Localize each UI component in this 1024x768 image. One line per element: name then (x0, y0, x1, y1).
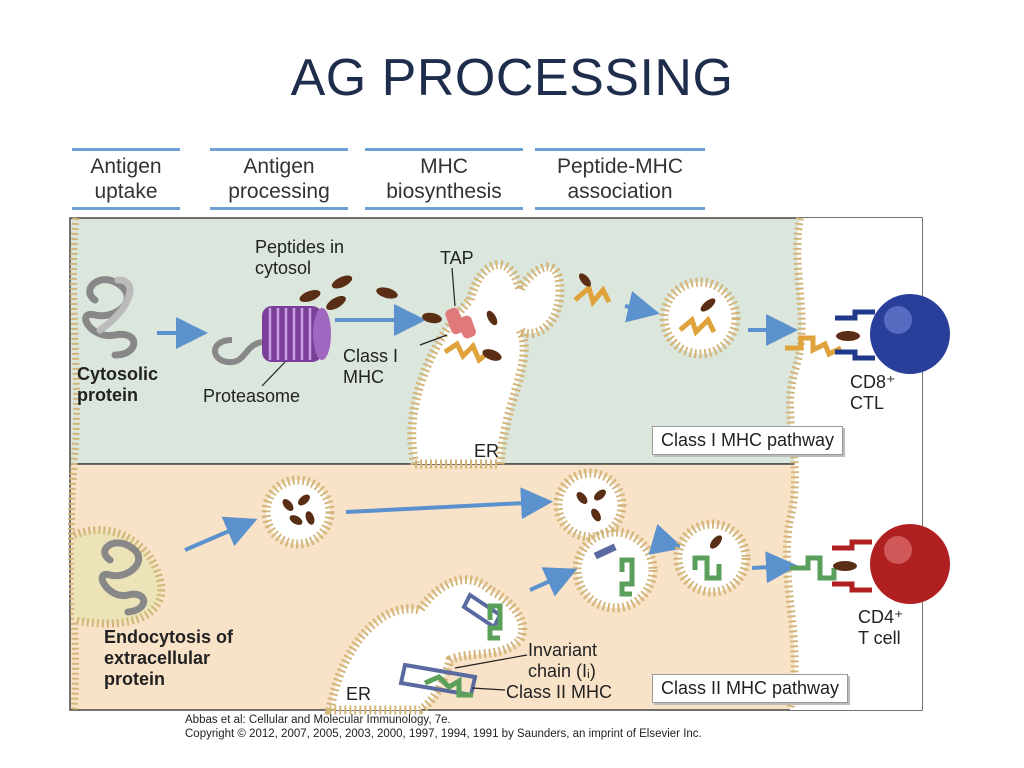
class1-pathway-label: Class I MHC pathway (652, 426, 844, 455)
citation-line1: Abbas et al: Cellular and Molecular Immu… (185, 714, 451, 726)
stage-peptide-mhc-association: Peptide-MHC association (535, 148, 705, 210)
cd8-ctl-label: CD8⁺ CTL (850, 372, 896, 413)
tcr-class1 (835, 309, 875, 361)
citation-line2: Copyright © 2012, 2007, 2005, 2003, 2000… (185, 728, 702, 740)
stage-mhc-biosynthesis: MHC biosynthesis (365, 148, 523, 210)
class1-mhc-label: Class I MHC (343, 346, 399, 387)
tap-transporter (445, 307, 476, 339)
cytosol-peptides (299, 275, 442, 324)
cytosolic-protein-label: Cytosolic protein (77, 364, 159, 405)
stage-antigen-uptake: Antigen uptake (72, 148, 180, 210)
mhc2-peptide-vesicle (673, 519, 751, 597)
er-label-class2: ER (346, 684, 372, 704)
er-class1 (407, 260, 565, 469)
class2-mhc-label: Class II MHC (506, 682, 613, 702)
endocytosis-label: Endocytosis of extracellular protein (104, 627, 234, 689)
mhc2-vesicle (572, 527, 658, 613)
er-label-class1: ER (474, 441, 500, 461)
cd4-tcell-label: CD4⁺ T cell (858, 607, 904, 648)
peptides-in-cytosol-label: Peptides in cytosol (255, 237, 345, 278)
tap-label: TAP (440, 248, 474, 268)
page-title: AG PROCESSING (290, 49, 734, 107)
cd8-ctl-cell (870, 294, 950, 374)
cd4-tcell (870, 524, 950, 604)
invariant-chain-label: Invariant chain (Iᵢ) (528, 640, 598, 681)
tcr-class2 (832, 539, 872, 593)
class1-mhc-er (443, 340, 491, 365)
extracellular-protein (98, 539, 148, 616)
cytosolic-protein (82, 276, 138, 359)
endosome (261, 475, 335, 549)
class1-vesicle (659, 277, 741, 359)
class2-pathway-label: Class II MHC pathway (652, 674, 849, 703)
proteasome-label: Proteasome (203, 386, 301, 406)
class2-mhc (424, 674, 473, 698)
proteasome (262, 306, 331, 362)
stage-antigen-processing: Antigen processing (210, 148, 348, 210)
late-endosome (553, 468, 627, 542)
class1-mhc-surface (785, 335, 843, 358)
class2-mhc-surface (790, 555, 837, 581)
